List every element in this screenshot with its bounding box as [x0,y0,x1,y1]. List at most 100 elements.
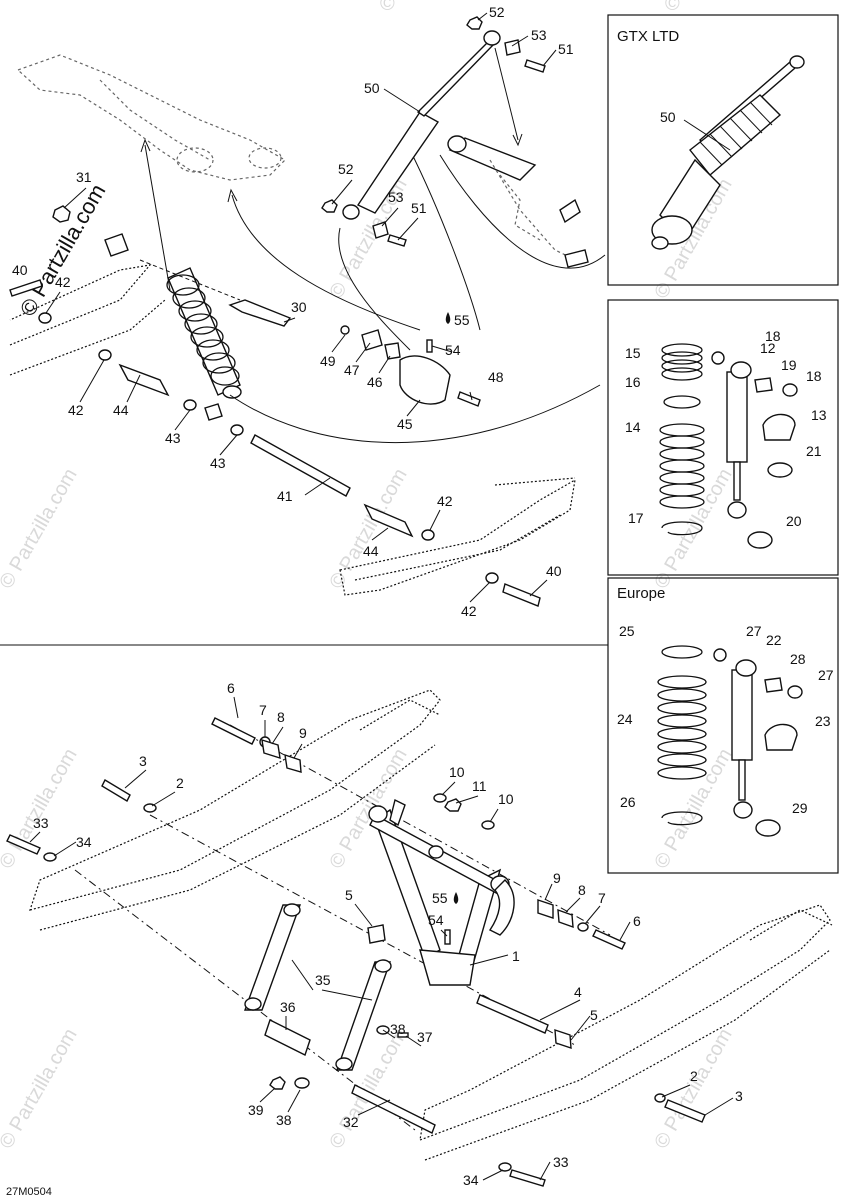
callout-51: 51 [558,41,574,57]
callout-46: 46 [367,374,383,390]
washer-42 [38,312,52,324]
phantom-ski-bottom-right [419,904,833,1161]
callout-20: 20 [786,513,802,529]
callout-54: 54 [428,912,444,928]
callout-36: 36 [280,999,296,1015]
callout-10: 10 [498,791,514,807]
callout-31: 31 [76,169,92,185]
callout-3: 3 [139,753,147,769]
washer-43 [230,424,244,436]
callout-49: 49 [320,353,336,369]
leader-curve [439,154,606,269]
callout-45: 45 [397,416,413,432]
front-shock-top [321,16,546,247]
callout-24: 24 [617,711,633,727]
clip-17 [661,521,703,536]
callout-17: 17 [628,510,644,526]
bushing [104,233,129,257]
rear-arms-35 [244,903,436,1134]
callout-16: 16 [625,374,641,390]
callout-13: 13 [811,407,827,423]
spring-15 [661,343,703,381]
callout-33: 33 [553,1154,569,1170]
callout-18: 18 [806,368,822,384]
watermark-faint: © Partzilla.com [325,1025,411,1153]
spacer-44 [363,503,414,538]
nut-31 [52,205,71,223]
callout-28: 28 [790,651,806,667]
bolt-40 [9,279,43,297]
callout-55: 55 [454,312,470,328]
callout-10: 10 [449,764,465,780]
inset-box-standard-shock [607,299,839,576]
inset-shock-parts [659,343,798,549]
phantom-ski-top-right [339,477,576,596]
spring-14 [659,423,705,509]
callouts: 52 53 51 50 50 52 53 51 31 40 42 30 55 5… [6,4,834,1198]
callout-42: 42 [55,274,71,290]
callout-5: 5 [590,1007,598,1023]
callout-4: 4 [574,984,582,1000]
callout-54: 54 [445,342,461,358]
watermark-faint: © Partzilla.com [0,745,82,873]
callout-18: 18 [765,328,781,344]
washer-43 [183,399,197,411]
hardware-top-left [9,205,541,607]
callout-8: 8 [578,882,586,898]
bolt-30 [228,299,292,327]
callout-43: 43 [165,430,181,446]
gtx-ltd-shock [651,55,805,250]
grease-drop-icon [445,312,451,324]
arrow-head [140,138,151,153]
callout-27: 27 [818,667,834,683]
inset-box-gtx-ltd [607,14,839,286]
front-arm-assembly [368,798,515,986]
arrow-head [512,133,523,147]
centerline [139,259,241,301]
leader-curve [338,227,411,351]
callout-12: 12 [760,340,776,356]
callout-7: 7 [259,702,267,718]
callout-2: 2 [176,775,184,791]
callout-3: 3 [735,1088,743,1104]
callout-leaders [29,12,734,1181]
rear-shock-assembly [166,267,242,399]
leader-arrow [227,188,238,203]
watermark-faint: © Partzilla.com [0,465,82,593]
callout-33: 33 [33,815,49,831]
callout-42: 42 [461,603,477,619]
callout-41: 41 [277,488,293,504]
watermark-faint: © Partzilla.com [650,465,736,593]
callout-42: 42 [68,402,84,418]
callout-21: 21 [806,443,822,459]
center-mount-hardware [340,312,481,407]
callout-27: 27 [746,623,762,639]
callout-8: 8 [277,709,285,725]
leader-curve [229,384,601,444]
callout-38: 38 [276,1112,292,1128]
washer-42 [98,349,112,361]
callout-7: 7 [598,890,606,906]
callout-53: 53 [531,27,547,43]
callout-52: 52 [338,161,354,177]
callout-44: 44 [363,543,379,559]
callout-38: 38 [390,1021,406,1037]
front-arm-phantom [447,135,589,268]
callout-48: 48 [488,369,504,385]
callout-25: 25 [619,623,635,639]
leader-arrow [231,194,421,331]
callout-40: 40 [546,563,562,579]
leader-arrow [144,144,171,291]
spacer-44 [118,363,170,397]
callout-6: 6 [227,680,235,696]
callout-30: 30 [291,299,307,315]
callout-51: 51 [411,200,427,216]
callout-40: 40 [12,262,28,278]
phantom-ski-top-left [9,264,166,376]
watermark-small: © [380,0,395,15]
hardware-bottom [6,717,706,1187]
inset-title-europe: Europe [617,585,665,602]
spring-seat-16 [663,395,701,409]
